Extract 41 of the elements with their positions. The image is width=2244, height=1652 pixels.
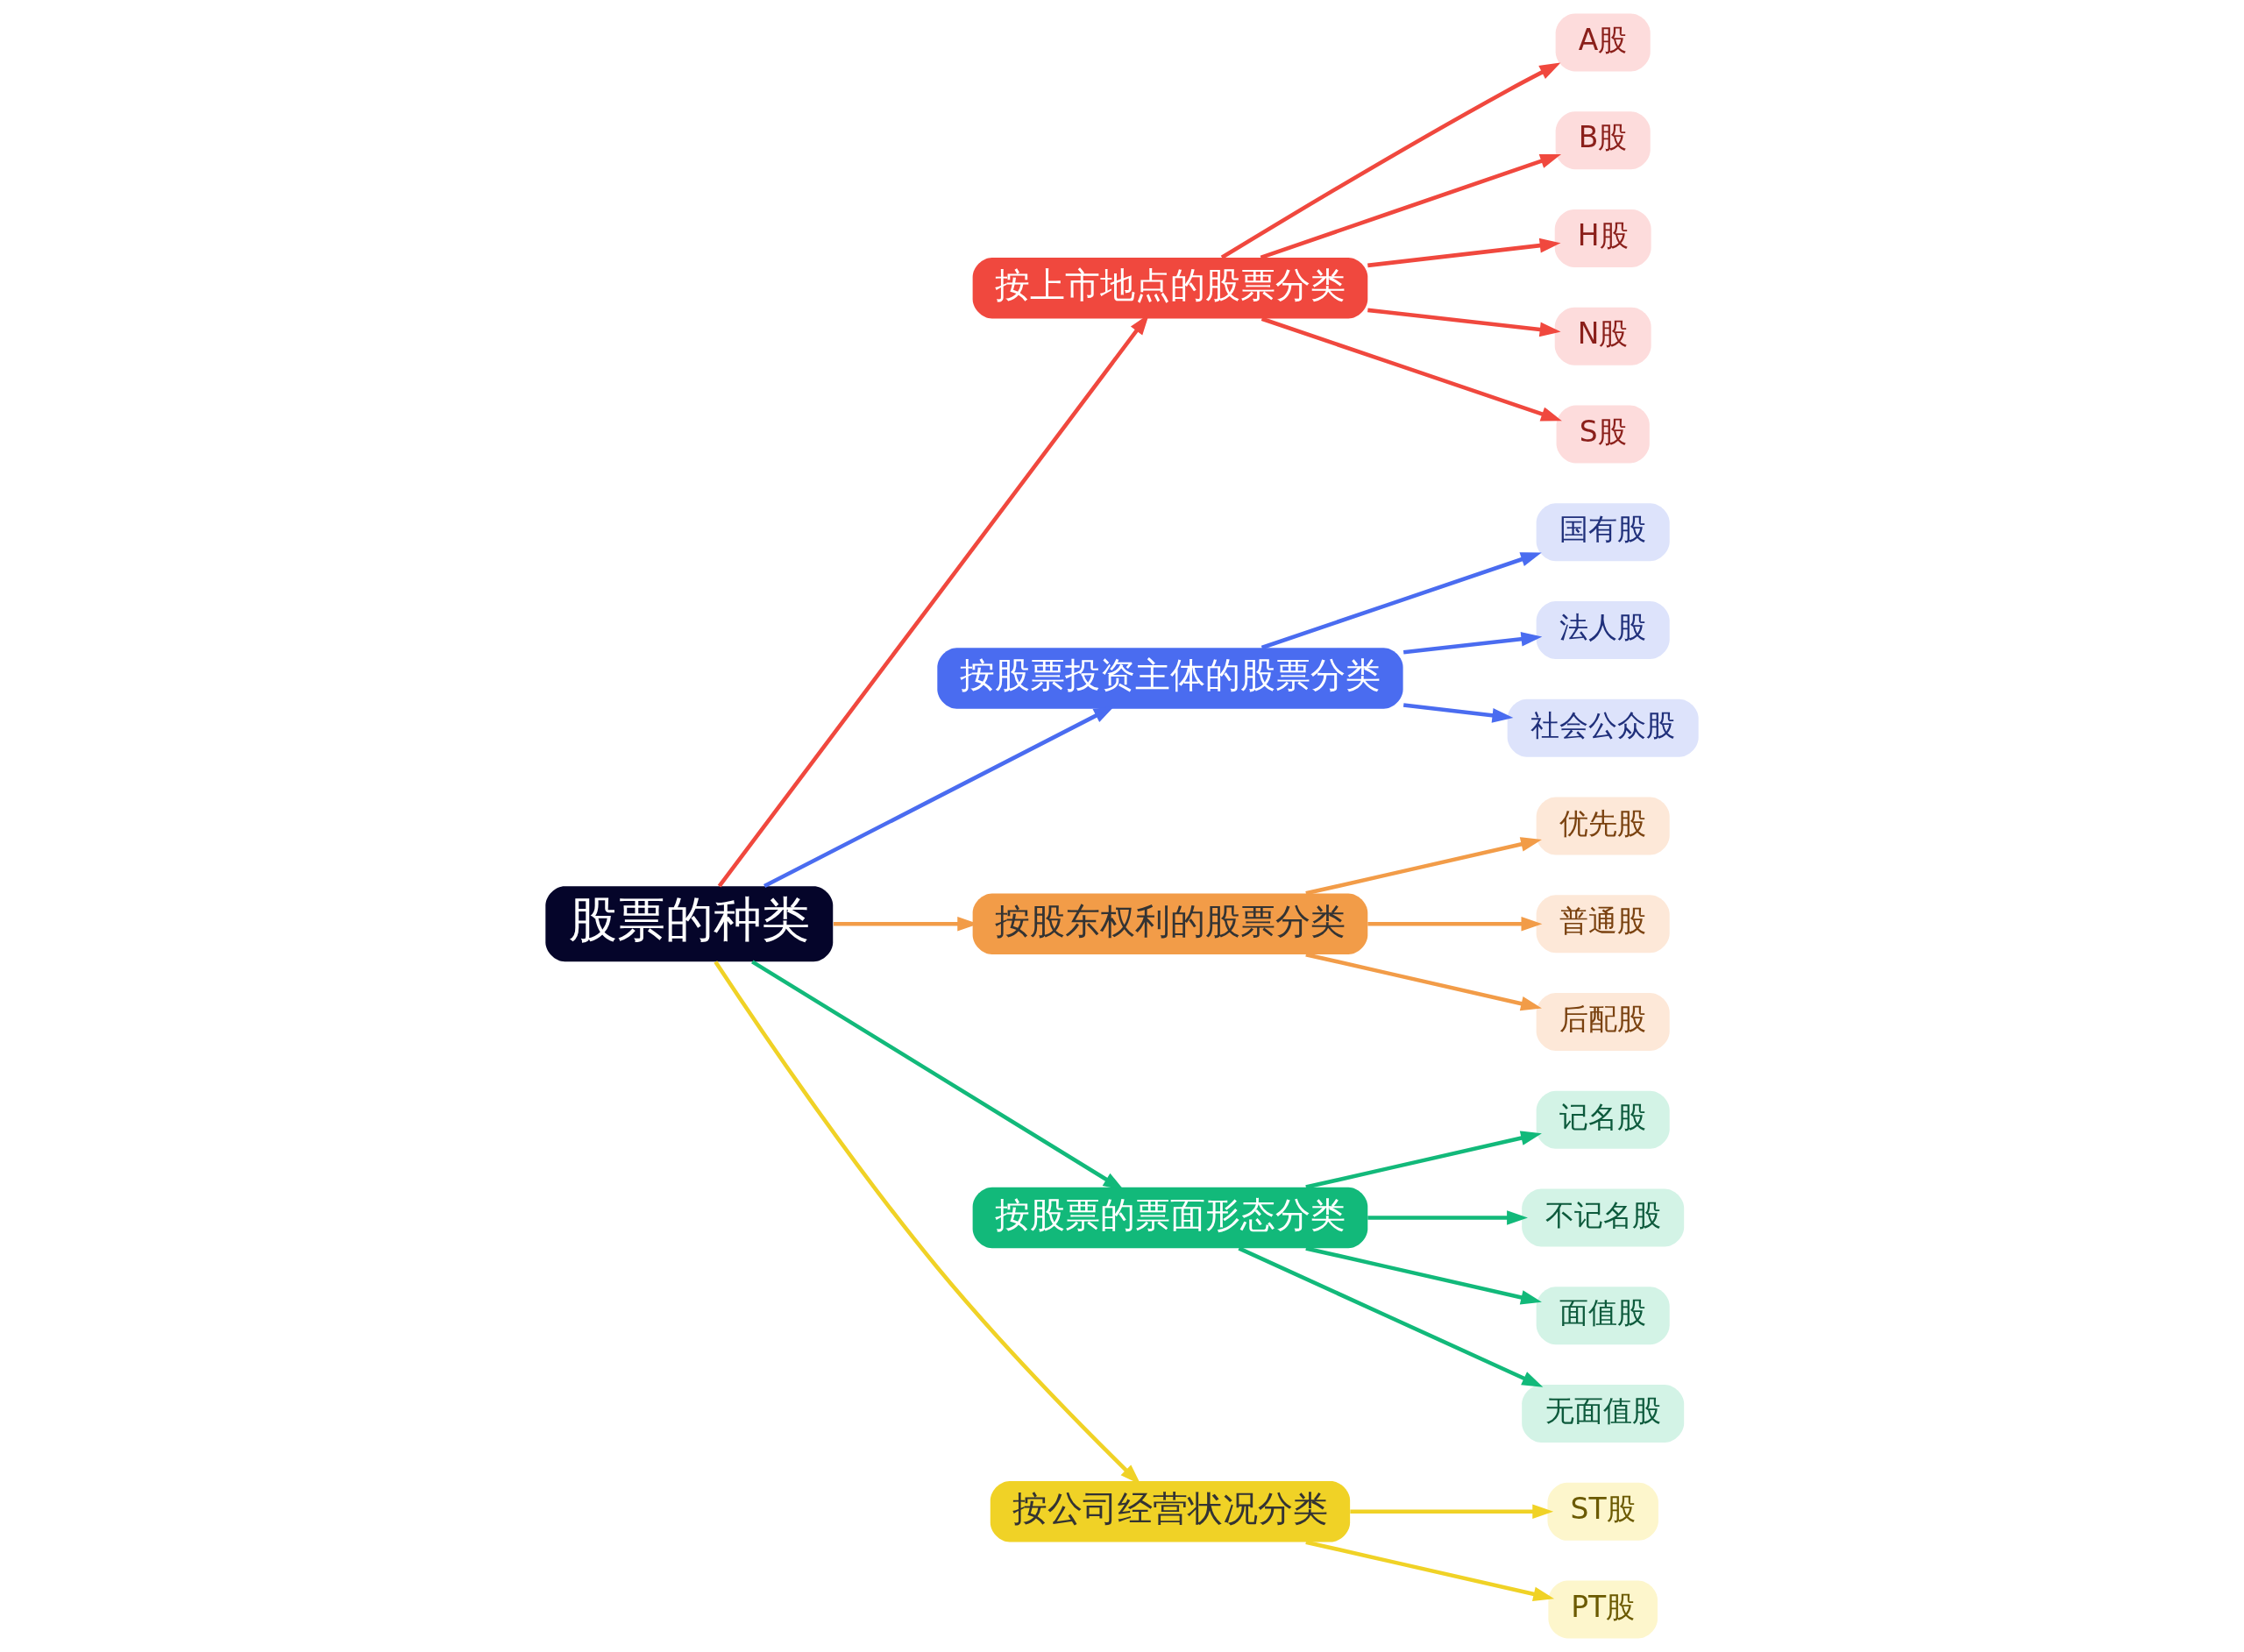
node-box: 按股东权利的股票分类 — [972, 893, 1368, 955]
node-box: 按股票投资主体的股票分类 — [937, 648, 1403, 709]
node-box: H股 — [1554, 209, 1651, 267]
arrow — [1402, 703, 1514, 723]
node-box: 后配股 — [1536, 993, 1670, 1051]
node-box: 无面值股 — [1522, 1385, 1685, 1443]
node-box: ST股 — [1547, 1482, 1658, 1541]
arrow — [1220, 62, 1561, 259]
arrow — [1305, 1540, 1555, 1602]
node-box: 按股票的票面形态分类 — [972, 1187, 1368, 1249]
arrow — [1260, 153, 1562, 260]
arrow — [1305, 1246, 1542, 1305]
node-box: 记名股 — [1536, 1090, 1670, 1149]
node-box: 按公司经营状况分类 — [990, 1480, 1351, 1542]
arrow — [1260, 316, 1562, 422]
arrow — [1402, 631, 1543, 655]
node-box: 普通股 — [1536, 895, 1670, 954]
arrow — [1367, 1210, 1528, 1225]
node-box: 面值股 — [1536, 1287, 1670, 1345]
node-box: 按上市地点的股票分类 — [972, 258, 1368, 319]
arrow — [1305, 1131, 1542, 1189]
node-box: B股 — [1555, 111, 1651, 170]
arrow — [1260, 552, 1542, 650]
node-box: 法人股 — [1536, 601, 1670, 659]
node-box: N股 — [1554, 307, 1651, 365]
arrow — [1350, 1504, 1554, 1520]
node-box: 优先股 — [1536, 797, 1670, 855]
node-box: 社会公众股 — [1507, 698, 1699, 757]
arrow — [1367, 308, 1561, 337]
node-box: 股票的种类 — [545, 886, 834, 962]
arrow — [1305, 952, 1542, 1011]
arrow — [763, 705, 1115, 889]
node-box: PT股 — [1548, 1580, 1658, 1639]
arrow — [1238, 1246, 1544, 1387]
arrow — [1305, 837, 1542, 896]
node-box: 不记名股 — [1522, 1188, 1685, 1247]
node-box: S股 — [1556, 405, 1650, 464]
node-box: 国有股 — [1536, 503, 1670, 562]
arrow — [1367, 916, 1543, 932]
arrow — [1367, 238, 1561, 268]
node-box: A股 — [1555, 13, 1651, 72]
